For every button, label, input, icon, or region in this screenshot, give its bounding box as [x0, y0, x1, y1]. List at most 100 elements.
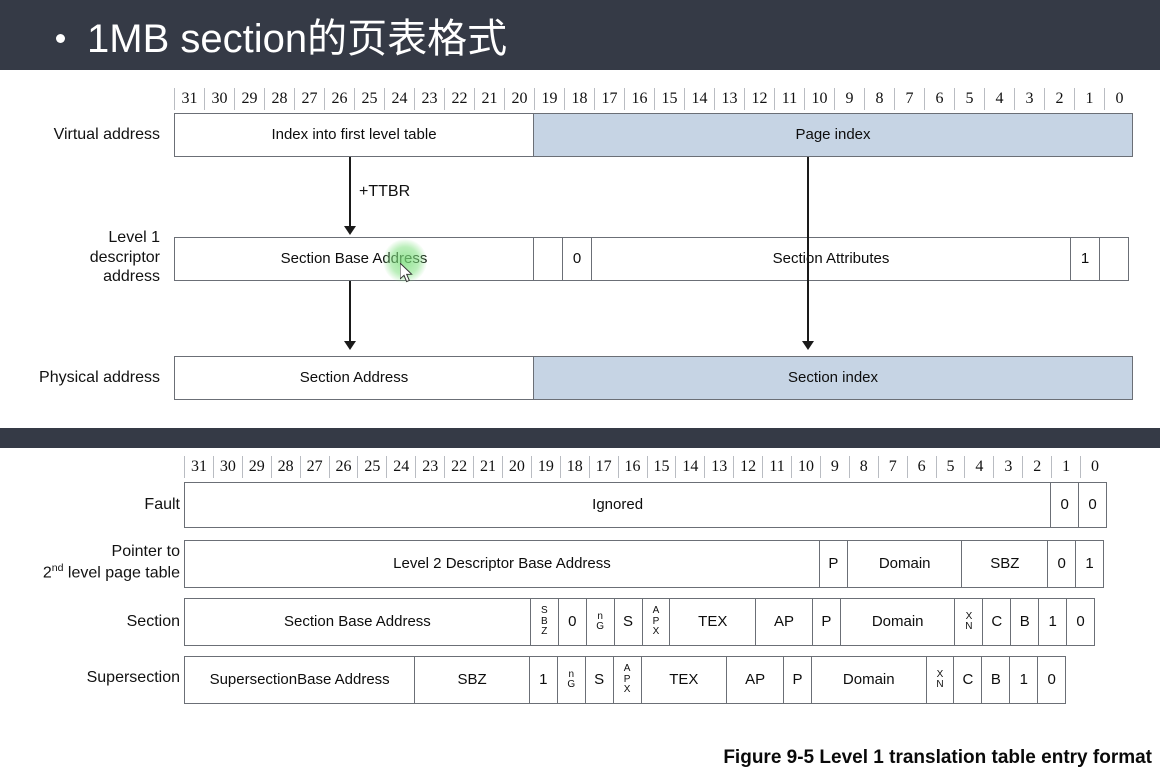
- field-cell-char: A: [623, 663, 631, 675]
- section-base-connector-line: [349, 281, 351, 343]
- field-cell: P: [818, 540, 848, 588]
- bit-label: 20: [501, 456, 531, 478]
- bit-label: 8: [864, 88, 894, 110]
- bit-label: 4: [984, 88, 1014, 110]
- bit-label: 28: [264, 88, 294, 110]
- field-cell: Domain: [810, 656, 927, 704]
- field-cell: 0: [1047, 540, 1077, 588]
- bit-label: 28: [270, 456, 300, 478]
- field-cell-char: N: [965, 621, 973, 632]
- bit-label: 11: [762, 456, 791, 478]
- bit-label: 22: [444, 456, 473, 478]
- field-cell: S: [584, 656, 614, 704]
- bit-label: 26: [324, 88, 354, 110]
- field-cell-char: X: [965, 610, 973, 622]
- bit-label: 17: [594, 88, 624, 110]
- field-cell-line: Supersection: [209, 671, 298, 688]
- field-cell-char: n: [568, 668, 575, 680]
- field-cell-char: Z: [541, 626, 548, 638]
- bit-label: 26: [328, 456, 358, 478]
- field-cell-char: S: [540, 605, 548, 617]
- slide-title-row: 1MB section的页表格式: [56, 6, 507, 64]
- field-cell: TEX: [669, 598, 757, 646]
- bit-label: 5: [935, 456, 965, 478]
- bit-label: 31: [184, 456, 213, 478]
- bit-label: 2: [1044, 88, 1074, 110]
- field-cell: 0: [562, 237, 592, 281]
- field-cell: 1: [1009, 656, 1039, 704]
- bit-label: 0: [1104, 88, 1134, 110]
- bit-label: 14: [684, 88, 714, 110]
- field-cell-char: P: [623, 673, 631, 685]
- bit-label: 21: [473, 456, 502, 478]
- field-cell-line: Base Address: [297, 671, 390, 688]
- field-cell: Section Base Address: [184, 598, 531, 646]
- field-cell: Section Address: [174, 356, 534, 400]
- ttbr-connector-line: [349, 157, 351, 229]
- field-cell: [1099, 237, 1129, 281]
- field-cell-char: n: [597, 610, 603, 622]
- bit-label: 6: [906, 456, 936, 478]
- bit-label: 23: [414, 88, 444, 110]
- field-cell: 1: [1075, 540, 1104, 588]
- field-cell: [533, 237, 563, 281]
- field-cell: Ignored: [184, 482, 1052, 528]
- bit-label: 30: [212, 456, 242, 478]
- field-cell: 1: [1070, 237, 1100, 281]
- field-cell: 1: [1038, 598, 1068, 646]
- bit-label: 11: [774, 88, 804, 110]
- field-cell-char: A: [652, 605, 660, 617]
- field-cell: 0: [1078, 482, 1107, 528]
- field-cell-char: X: [652, 626, 660, 638]
- field-cell: Section Base Address: [174, 237, 534, 281]
- bit-label: 12: [744, 88, 774, 110]
- bit-label: 19: [534, 88, 564, 110]
- bit-label: 7: [894, 88, 924, 110]
- ttbr-connector-arrow: [344, 226, 356, 235]
- bit-label: 24: [384, 88, 414, 110]
- bit-label: 24: [386, 456, 415, 478]
- bit-label: 18: [564, 88, 594, 110]
- bit-label: 16: [617, 456, 647, 478]
- descriptor-row-label-supersection: Supersection: [86, 669, 180, 686]
- bit-label: 9: [819, 456, 849, 478]
- field-cell: Index into first level table: [174, 113, 534, 157]
- page-index-connector-line: [807, 157, 809, 343]
- field-cell-char: B: [540, 615, 548, 627]
- slide-header: 1MB section的页表格式: [0, 0, 1160, 70]
- bit-label: 25: [354, 88, 384, 110]
- bit-label: 8: [848, 456, 878, 478]
- bit-label: 1: [1051, 456, 1080, 478]
- bit-label: 2: [1022, 456, 1051, 478]
- bit-label: 15: [646, 456, 676, 478]
- page-index-connector-arrow: [802, 341, 814, 350]
- physical-address-label: Physical address: [39, 369, 160, 386]
- field-cell: S: [613, 598, 643, 646]
- bit-label: 3: [993, 456, 1022, 478]
- field-cell: 1: [528, 656, 558, 704]
- field-cell: SBZ: [961, 540, 1049, 588]
- field-cell-char: G: [596, 621, 605, 632]
- panel-divider: [0, 428, 1160, 448]
- bit-label: 27: [299, 456, 329, 478]
- field-cell: P: [811, 598, 841, 646]
- field-cell: B: [1010, 598, 1040, 646]
- bit-label: 27: [294, 88, 324, 110]
- bit-label: 14: [675, 456, 704, 478]
- descriptor-row-label-section: Section: [126, 613, 180, 630]
- field-cell: Section Attributes: [591, 237, 1071, 281]
- bit-label: 22: [444, 88, 474, 110]
- field-cell: C: [953, 656, 983, 704]
- bit-label: 16: [624, 88, 654, 110]
- field-cell: SBZ: [414, 656, 530, 704]
